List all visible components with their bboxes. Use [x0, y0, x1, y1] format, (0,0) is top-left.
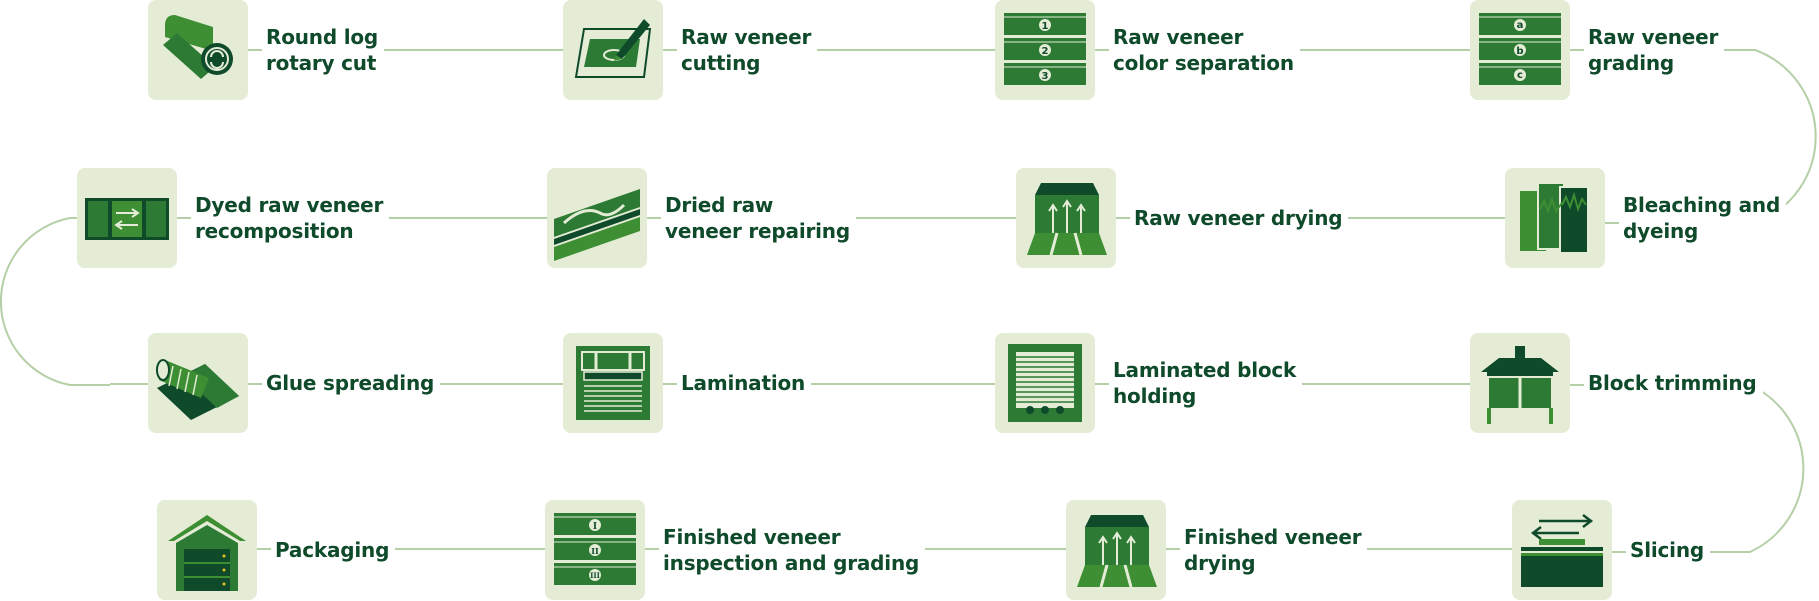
- lettered-stack-icon: a b c: [1479, 13, 1561, 85]
- stack-mark-b: b: [1516, 46, 1523, 57]
- stack-mark-a: a: [1517, 20, 1524, 31]
- step-packaging: Packaging: [157, 500, 396, 600]
- recompose-arrows-icon: [85, 198, 169, 240]
- stack-mark-3: 3: [1042, 71, 1049, 82]
- step-glue-spreading: Glue spreading: [148, 333, 441, 433]
- glue-roller-icon-tile: [148, 333, 248, 433]
- repair-strip-icon: [554, 189, 640, 261]
- step-label: Slicing: [1626, 537, 1710, 563]
- drying-oven-icon: [1077, 515, 1157, 588]
- recompose-arrows-icon-tile: [77, 168, 177, 268]
- log-roll-icon-tile: [148, 0, 248, 100]
- dye-panels-icon-tile: [1505, 168, 1605, 268]
- slicer-icon-tile: [1512, 500, 1612, 600]
- stack-mark-II: II: [591, 546, 599, 556]
- step-label: Packaging: [271, 537, 396, 563]
- step-label: Block trimming: [1584, 370, 1763, 396]
- stack-mark-I: I: [593, 522, 597, 532]
- stack-mark-1: 1: [1042, 21, 1049, 32]
- drying-oven-icon: [1027, 183, 1107, 256]
- warehouse-icon: [168, 515, 246, 591]
- stack-mark-c: c: [1517, 70, 1523, 81]
- dye-panels-icon: [1520, 182, 1589, 254]
- numbered-stack-icon-tile: 1 2 3: [995, 0, 1095, 100]
- stack-mark-III: III: [590, 571, 600, 580]
- glue-roller-icon: [156, 359, 239, 420]
- stack-mark-2: 2: [1042, 46, 1049, 57]
- step-raw-veneer-drying: Raw veneer drying: [1016, 168, 1349, 268]
- drying-oven-icon-tile: [1016, 168, 1116, 268]
- numbered-stack-icon: 1 2 3: [1004, 13, 1086, 85]
- repair-strip-icon-tile: [547, 168, 647, 268]
- roman-stack-icon: I II III: [554, 513, 636, 585]
- press-icon-tile: [563, 333, 663, 433]
- step-label: Raw veneer drying: [1130, 205, 1349, 231]
- cutting-pen-icon-tile: [563, 0, 663, 100]
- block-holding-icon-tile: [995, 333, 1095, 433]
- cutting-pen-icon: [574, 19, 652, 78]
- step-label: Glue spreading: [262, 370, 441, 396]
- step-lamination: Lamination: [563, 333, 812, 433]
- block-holding-icon: [1008, 344, 1082, 422]
- lettered-stack-icon-tile: a b c: [1470, 0, 1570, 100]
- roman-stack-icon-tile: I II III: [545, 500, 645, 600]
- warehouse-icon-tile: [157, 500, 257, 600]
- step-label: Lamination: [677, 370, 812, 396]
- log-roll-icon: [163, 15, 233, 79]
- step-block-trimming: Block trimming: [1470, 333, 1763, 433]
- slicer-icon: [1521, 514, 1603, 587]
- step-slicing: Slicing: [1512, 500, 1710, 600]
- drying-oven-icon-tile: [1066, 500, 1166, 600]
- trimming-saw-icon-tile: [1470, 333, 1570, 433]
- trimming-saw-icon: [1481, 346, 1559, 424]
- press-icon: [576, 346, 650, 420]
